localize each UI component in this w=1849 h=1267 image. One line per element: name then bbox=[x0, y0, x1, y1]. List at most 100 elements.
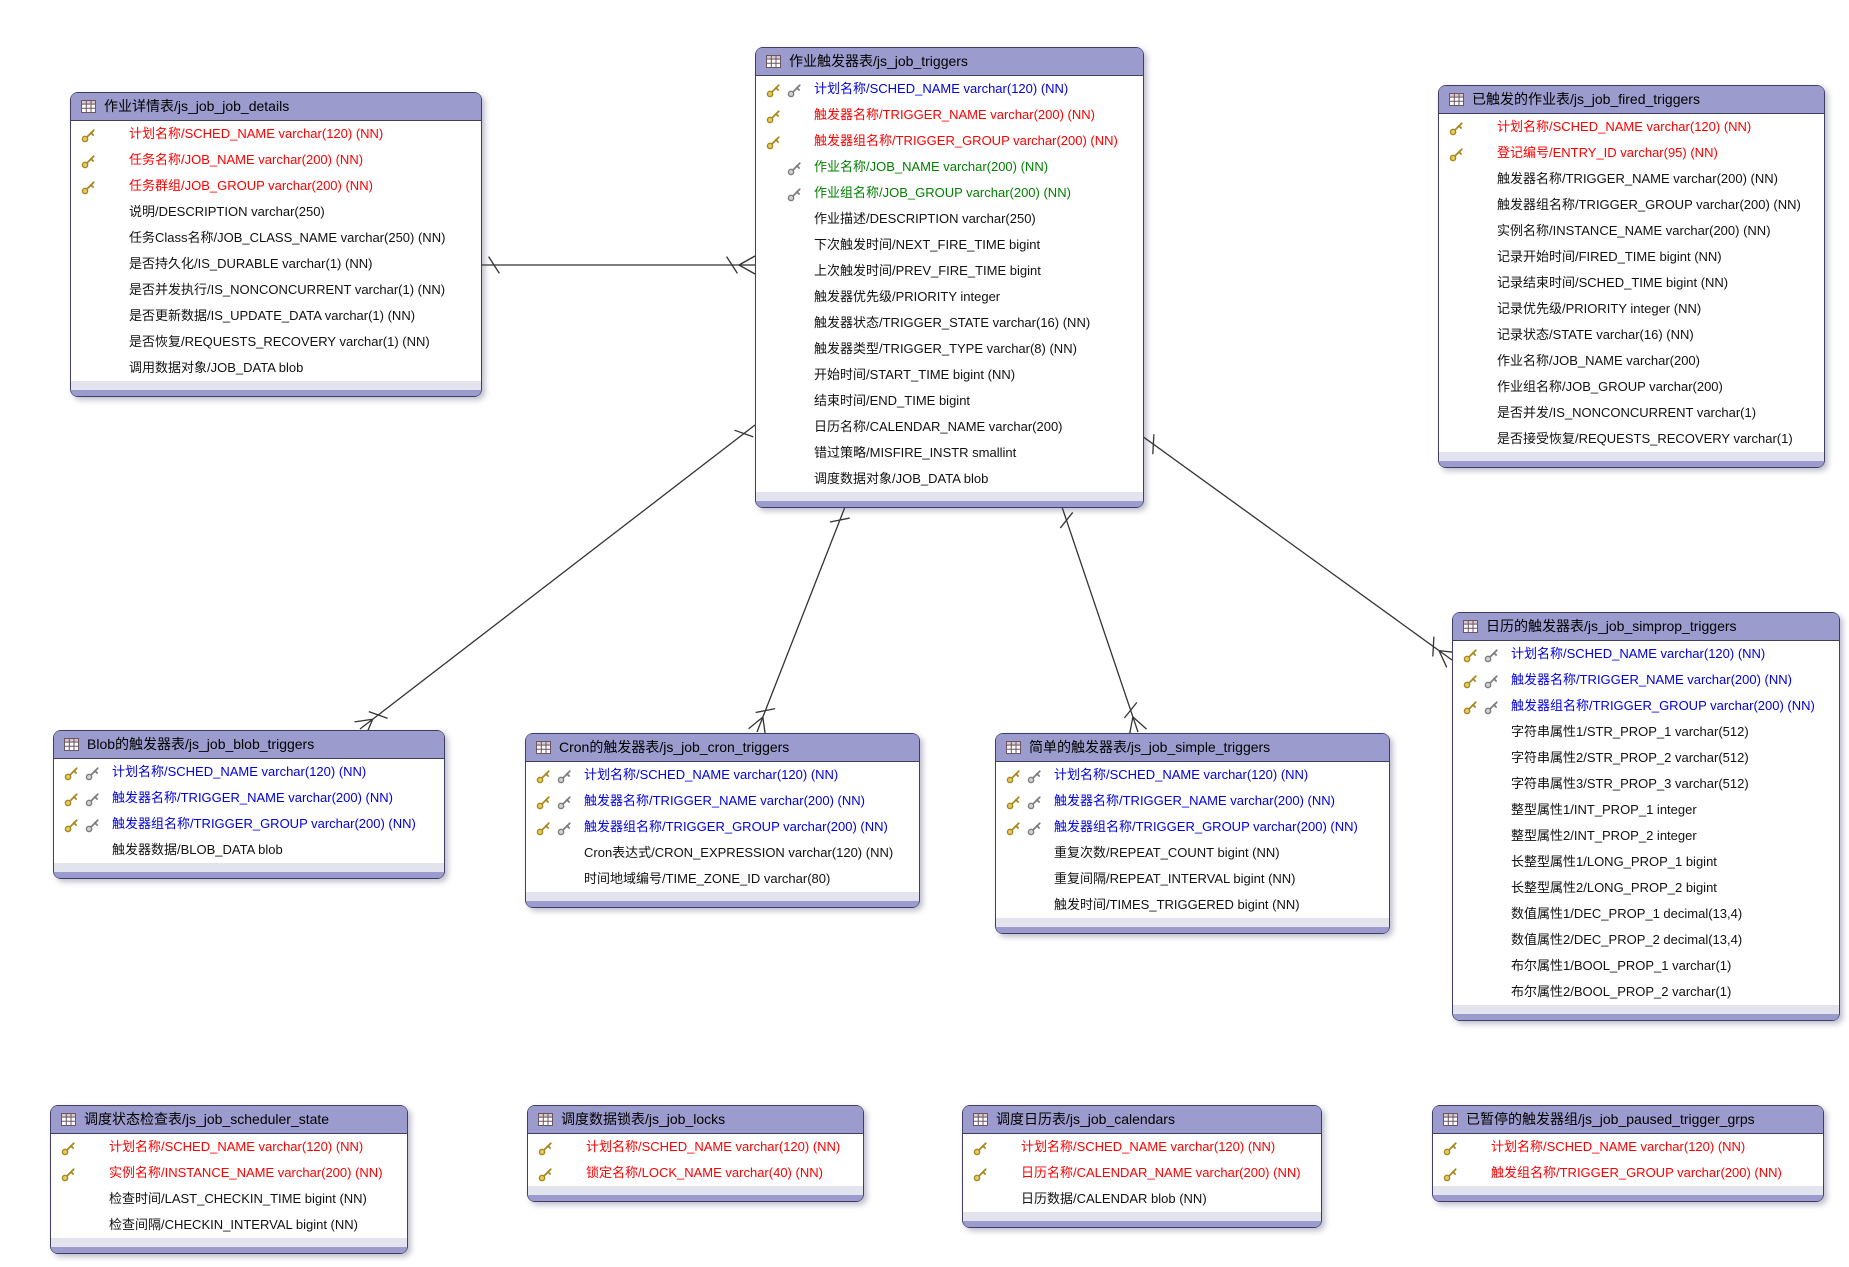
field-row[interactable]: 数值属性2/DEC_PROP_2 decimal(13,4) bbox=[1453, 927, 1839, 953]
field-row[interactable]: 任务Class名称/JOB_CLASS_NAME varchar(250) (N… bbox=[71, 225, 481, 251]
field-row[interactable]: 计划名称/SCHED_NAME varchar(120) (NN) bbox=[756, 76, 1143, 102]
field-row[interactable]: 计划名称/SCHED_NAME varchar(120) (NN) bbox=[526, 762, 919, 788]
field-row[interactable]: 结束时间/END_TIME bigint bbox=[756, 388, 1143, 414]
field-row[interactable]: 时间地域编号/TIME_ZONE_ID varchar(80) bbox=[526, 866, 919, 892]
field-row[interactable]: 检查间隔/CHECKIN_INTERVAL bigint (NN) bbox=[51, 1212, 407, 1238]
field-row[interactable]: 说明/DESCRIPTION varchar(250) bbox=[71, 199, 481, 225]
field-row[interactable]: 是否并发/IS_NONCONCURRENT varchar(1) bbox=[1439, 400, 1824, 426]
field-row[interactable]: 触发器组名称/TRIGGER_GROUP varchar(200) (NN) bbox=[1453, 693, 1839, 719]
field-row[interactable]: 作业名称/JOB_NAME varchar(200) (NN) bbox=[756, 154, 1143, 180]
field-row[interactable]: 作业描述/DESCRIPTION varchar(250) bbox=[756, 206, 1143, 232]
field-row[interactable]: 是否并发执行/IS_NONCONCURRENT varchar(1) (NN) bbox=[71, 277, 481, 303]
field-row[interactable]: 触发器组名称/TRIGGER_GROUP varchar(200) (NN) bbox=[526, 814, 919, 840]
field-row[interactable]: 整型属性1/INT_PROP_1 integer bbox=[1453, 797, 1839, 823]
field-row[interactable]: 触发器组名称/TRIGGER_GROUP varchar(200) (NN) bbox=[756, 128, 1143, 154]
field-row[interactable]: 计划名称/SCHED_NAME varchar(120) (NN) bbox=[51, 1134, 407, 1160]
field-row[interactable]: 计划名称/SCHED_NAME varchar(120) (NN) bbox=[963, 1134, 1321, 1160]
field-row[interactable]: 日历数据/CALENDAR blob (NN) bbox=[963, 1186, 1321, 1212]
field-row[interactable]: 任务群组/JOB_GROUP varchar(200) (NN) bbox=[71, 173, 481, 199]
field-row[interactable]: 日历名称/CALENDAR_NAME varchar(200) bbox=[756, 414, 1143, 440]
field-row[interactable]: 是否持久化/IS_DURABLE varchar(1) (NN) bbox=[71, 251, 481, 277]
field-row[interactable]: 触发器名称/TRIGGER_NAME varchar(200) (NN) bbox=[756, 102, 1143, 128]
field-row[interactable]: 调用数据对象/JOB_DATA blob bbox=[71, 355, 481, 381]
field-row[interactable]: 长整型属性1/LONG_PROP_1 bigint bbox=[1453, 849, 1839, 875]
field-row[interactable]: 触发组名称/TRIGGER_GROUP varchar(200) (NN) bbox=[1433, 1160, 1823, 1186]
field-row[interactable]: 计划名称/SCHED_NAME varchar(120) (NN) bbox=[1453, 641, 1839, 667]
table-header[interactable]: 已触发的作业表/js_job_fired_triggers bbox=[1439, 86, 1824, 114]
field-row[interactable]: 记录优先级/PRIORITY integer (NN) bbox=[1439, 296, 1824, 322]
field-row[interactable]: 字符串属性2/STR_PROP_2 varchar(512) bbox=[1453, 745, 1839, 771]
table-header[interactable]: 调度数据锁表/js_job_locks bbox=[528, 1106, 863, 1134]
field-row[interactable]: 布尔属性1/BOOL_PROP_1 varchar(1) bbox=[1453, 953, 1839, 979]
table-header[interactable]: 日历的触发器表/js_job_simprop_triggers bbox=[1453, 613, 1839, 641]
field-row[interactable]: 下次触发时间/NEXT_FIRE_TIME bigint bbox=[756, 232, 1143, 258]
field-row[interactable]: 记录状态/STATE varchar(16) (NN) bbox=[1439, 322, 1824, 348]
field-row[interactable]: 作业组名称/JOB_GROUP varchar(200) bbox=[1439, 374, 1824, 400]
table-header[interactable]: 调度状态检查表/js_job_scheduler_state bbox=[51, 1106, 407, 1134]
field-row[interactable]: 触发时间/TIMES_TRIGGERED bigint (NN) bbox=[996, 892, 1389, 918]
table-header[interactable]: 作业详情表/js_job_job_details bbox=[71, 93, 481, 121]
field-row[interactable]: 计划名称/SCHED_NAME varchar(120) (NN) bbox=[996, 762, 1389, 788]
field-row[interactable]: 触发器组名称/TRIGGER_GROUP varchar(200) (NN) bbox=[996, 814, 1389, 840]
field-row[interactable]: 实例名称/INSTANCE_NAME varchar(200) (NN) bbox=[51, 1160, 407, 1186]
field-row[interactable]: 任务名称/JOB_NAME varchar(200) (NN) bbox=[71, 147, 481, 173]
table-header[interactable]: 简单的触发器表/js_job_simple_triggers bbox=[996, 734, 1389, 762]
field-row[interactable]: 是否更新数据/IS_UPDATE_DATA varchar(1) (NN) bbox=[71, 303, 481, 329]
field-row[interactable]: 触发器名称/TRIGGER_NAME varchar(200) (NN) bbox=[1439, 166, 1824, 192]
field-row[interactable]: 作业名称/JOB_NAME varchar(200) bbox=[1439, 348, 1824, 374]
table-header[interactable]: Cron的触发器表/js_job_cron_triggers bbox=[526, 734, 919, 762]
field-row[interactable]: 错过策略/MISFIRE_INSTR smallint bbox=[756, 440, 1143, 466]
field-row[interactable]: 调度数据对象/JOB_DATA blob bbox=[756, 466, 1143, 492]
field-row[interactable]: 整型属性2/INT_PROP_2 integer bbox=[1453, 823, 1839, 849]
field-row[interactable]: 触发器类型/TRIGGER_TYPE varchar(8) (NN) bbox=[756, 336, 1143, 362]
field-row[interactable]: 字符串属性1/STR_PROP_1 varchar(512) bbox=[1453, 719, 1839, 745]
field-row[interactable]: 日历名称/CALENDAR_NAME varchar(200) (NN) bbox=[963, 1160, 1321, 1186]
field-row[interactable]: 触发器优先级/PRIORITY integer bbox=[756, 284, 1143, 310]
field-row[interactable]: 触发器名称/TRIGGER_NAME varchar(200) (NN) bbox=[1453, 667, 1839, 693]
field-row[interactable]: 作业组名称/JOB_GROUP varchar(200) (NN) bbox=[756, 180, 1143, 206]
table-header[interactable]: 作业触发器表/js_job_triggers bbox=[756, 48, 1143, 76]
field-row[interactable]: 上次触发时间/PREV_FIRE_TIME bigint bbox=[756, 258, 1143, 284]
field-row[interactable]: 长整型属性2/LONG_PROP_2 bigint bbox=[1453, 875, 1839, 901]
field-row[interactable]: 计划名称/SCHED_NAME varchar(120) (NN) bbox=[1439, 114, 1824, 140]
field-row[interactable]: 触发器名称/TRIGGER_NAME varchar(200) (NN) bbox=[54, 785, 444, 811]
field-row[interactable]: 重复次数/REPEAT_COUNT bigint (NN) bbox=[996, 840, 1389, 866]
field-row[interactable]: 登记编号/ENTRY_ID varchar(95) (NN) bbox=[1439, 140, 1824, 166]
field-row[interactable]: 检查时间/LAST_CHECKIN_TIME bigint (NN) bbox=[51, 1186, 407, 1212]
field-row[interactable]: 布尔属性2/BOOL_PROP_2 varchar(1) bbox=[1453, 979, 1839, 1005]
field-row[interactable]: 触发器数据/BLOB_DATA blob bbox=[54, 837, 444, 863]
field-row[interactable]: 计划名称/SCHED_NAME varchar(120) (NN) bbox=[528, 1134, 863, 1160]
field-row[interactable]: Cron表达式/CRON_EXPRESSION varchar(120) (NN… bbox=[526, 840, 919, 866]
table-header[interactable]: 调度日历表/js_job_calendars bbox=[963, 1106, 1321, 1134]
field-row[interactable]: 计划名称/SCHED_NAME varchar(120) (NN) bbox=[54, 759, 444, 785]
field-row[interactable]: 数值属性1/DEC_PROP_1 decimal(13,4) bbox=[1453, 901, 1839, 927]
field-row[interactable]: 触发器名称/TRIGGER_NAME varchar(200) (NN) bbox=[996, 788, 1389, 814]
field-row[interactable]: 记录开始时间/FIRED_TIME bigint (NN) bbox=[1439, 244, 1824, 270]
field-row[interactable]: 记录结束时间/SCHED_TIME bigint (NN) bbox=[1439, 270, 1824, 296]
field-row[interactable]: 是否接受恢复/REQUESTS_RECOVERY varchar(1) bbox=[1439, 426, 1824, 452]
field-row[interactable]: 触发器组名称/TRIGGER_GROUP varchar(200) (NN) bbox=[54, 811, 444, 837]
field-row[interactable]: 计划名称/SCHED_NAME varchar(120) (NN) bbox=[1433, 1134, 1823, 1160]
field-row[interactable]: 字符串属性3/STR_PROP_3 varchar(512) bbox=[1453, 771, 1839, 797]
field-row[interactable]: 开始时间/START_TIME bigint (NN) bbox=[756, 362, 1143, 388]
field-row[interactable]: 重复间隔/REPEAT_INTERVAL bigint (NN) bbox=[996, 866, 1389, 892]
field-row[interactable]: 触发器状态/TRIGGER_STATE varchar(16) (NN) bbox=[756, 310, 1143, 336]
table-header[interactable]: Blob的触发器表/js_job_blob_triggers bbox=[54, 731, 444, 759]
table-header[interactable]: 已暂停的触发器组/js_job_paused_trigger_grps bbox=[1433, 1106, 1823, 1134]
field-row[interactable]: 触发器组名称/TRIGGER_GROUP varchar(200) (NN) bbox=[1439, 192, 1824, 218]
field-row[interactable]: 触发器名称/TRIGGER_NAME varchar(200) (NN) bbox=[526, 788, 919, 814]
field-row[interactable]: 实例名称/INSTANCE_NAME varchar(200) (NN) bbox=[1439, 218, 1824, 244]
field-row[interactable]: 计划名称/SCHED_NAME varchar(120) (NN) bbox=[71, 121, 481, 147]
field-row[interactable]: 锁定名称/LOCK_NAME varchar(40) (NN) bbox=[528, 1160, 863, 1186]
field-row[interactable]: 是否恢复/REQUESTS_RECOVERY varchar(1) (NN) bbox=[71, 329, 481, 355]
